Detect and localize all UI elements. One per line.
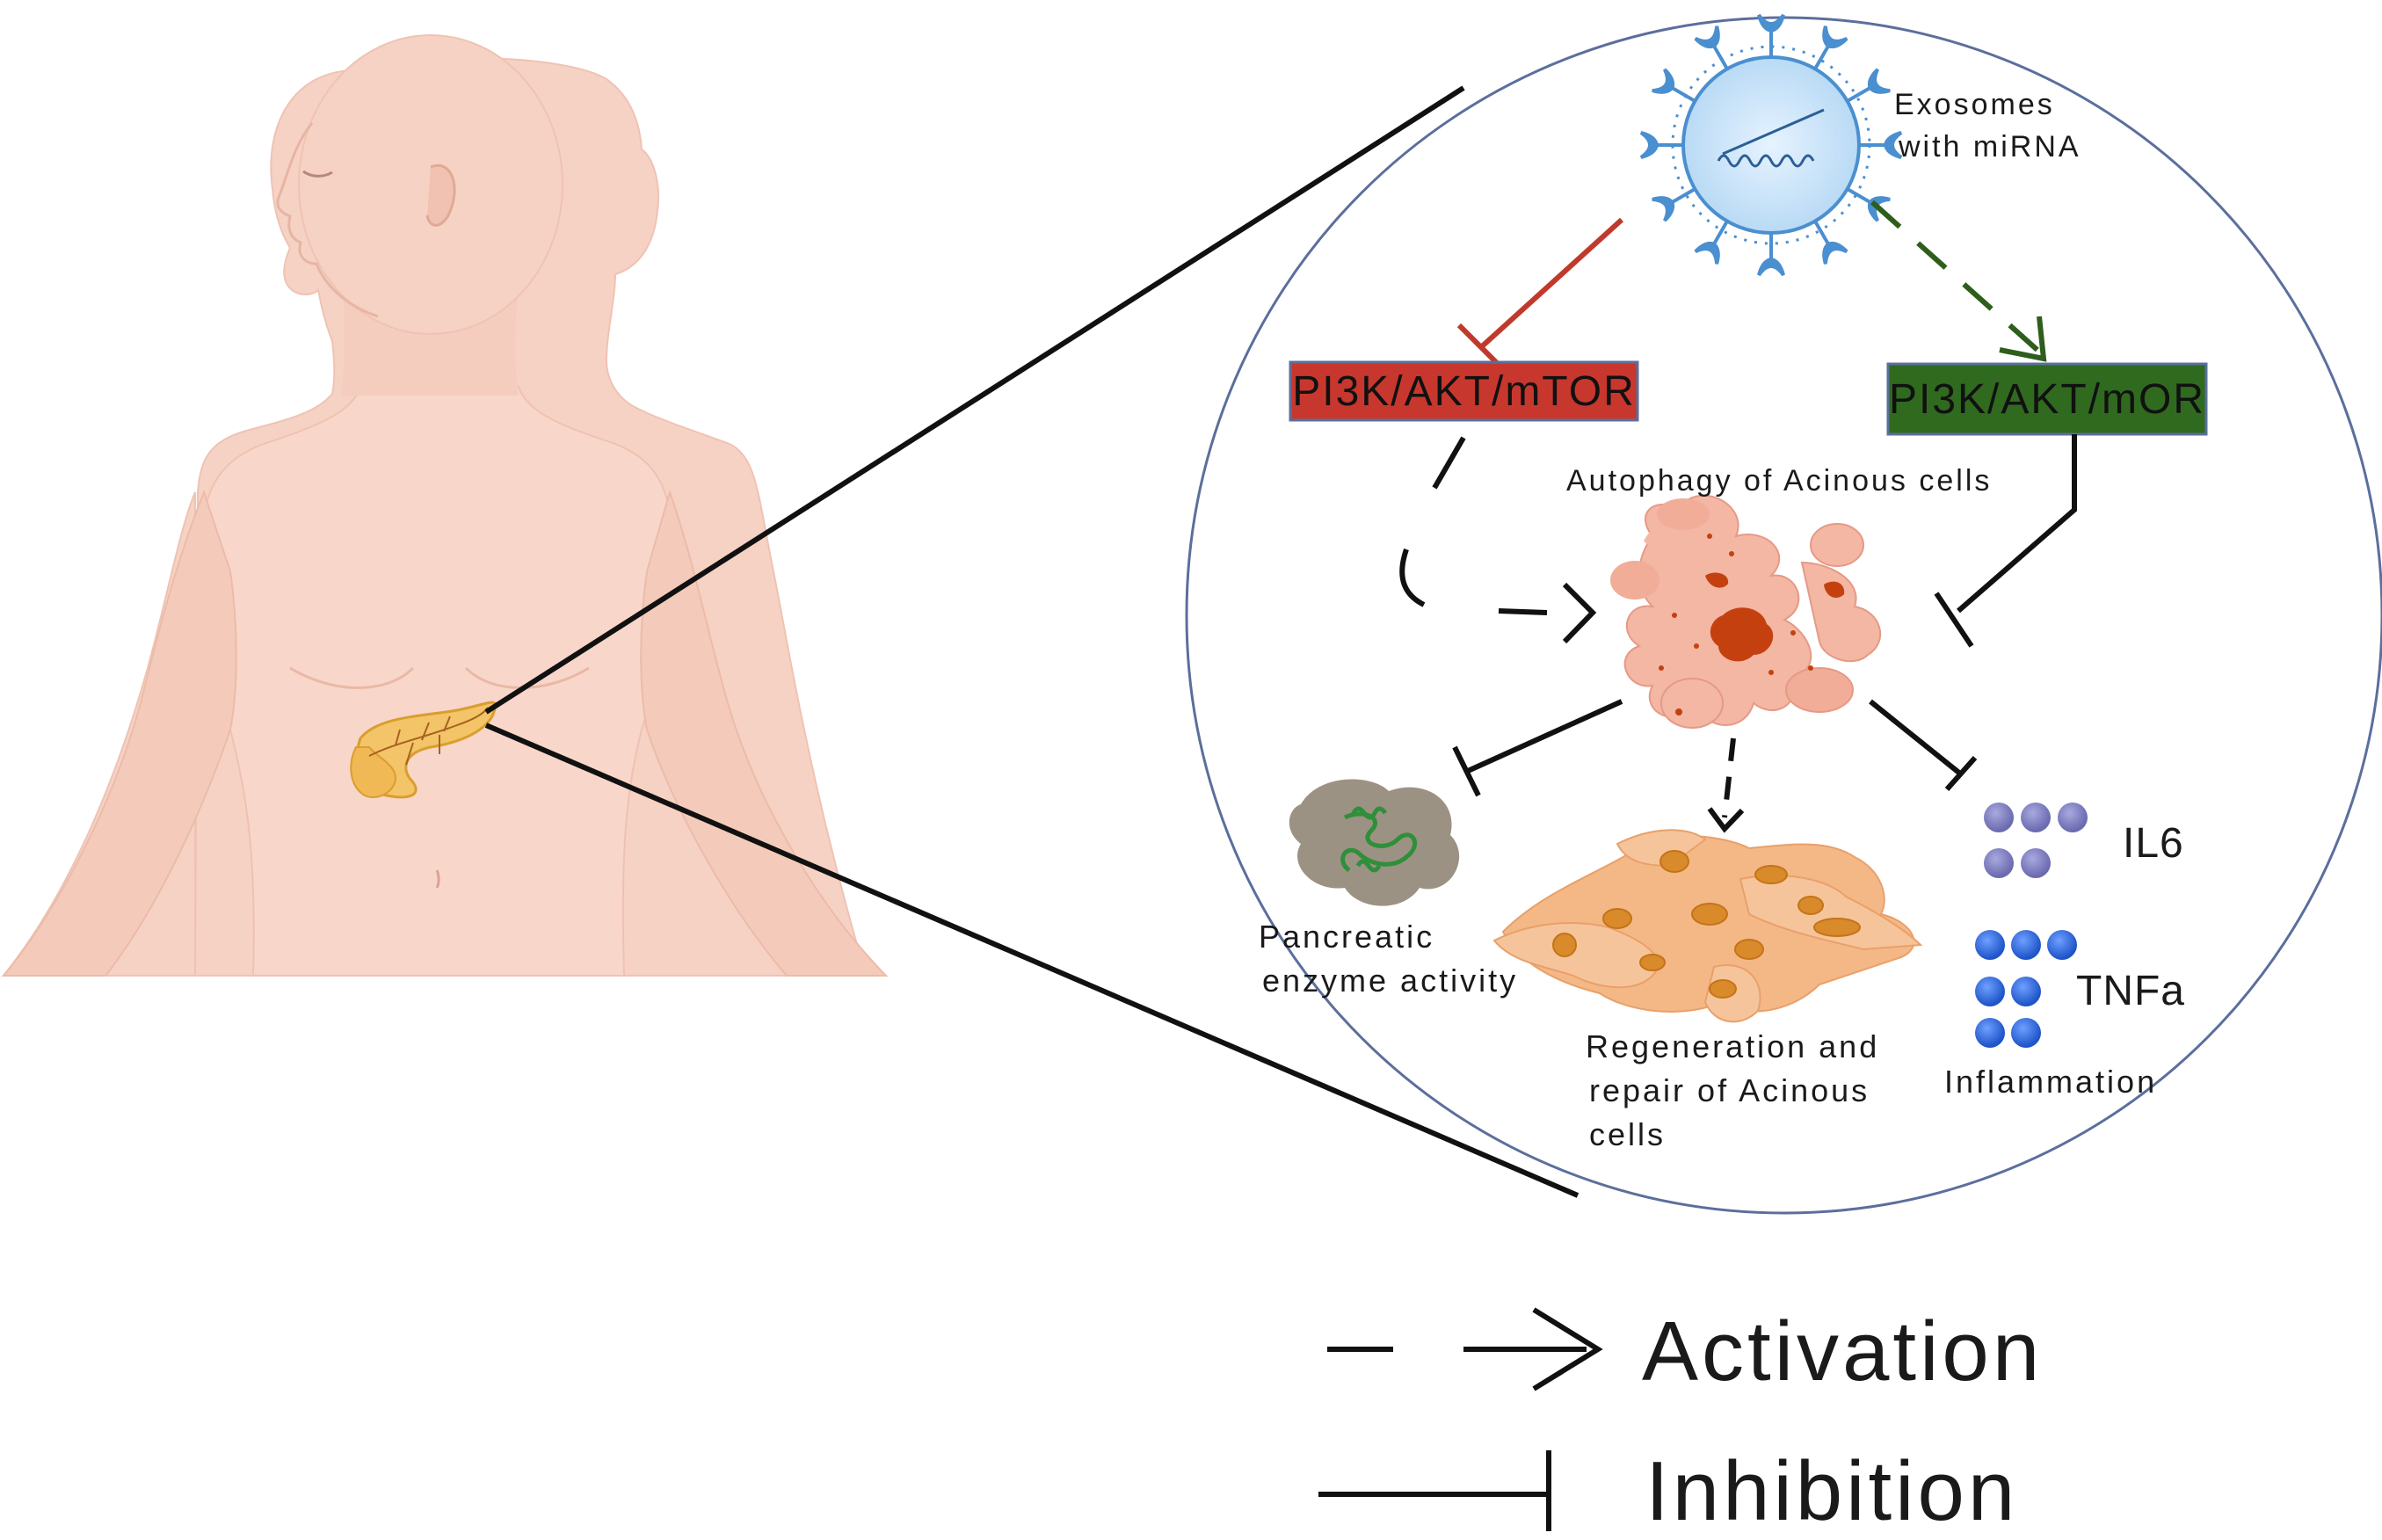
autophagy-label: Autophagy of Acinous cells (1566, 464, 1993, 498)
pathway-mor-label: PI3K/AKT/mOR (1888, 375, 2206, 423)
inhibit-arrow-mor-to-autophagy (1934, 434, 2077, 648)
mirna-strand (1717, 108, 1825, 168)
inhibit-arrow-autophagy-to-enzyme (1452, 699, 1623, 797)
activate-arrow-exosome-to-mor (1870, 200, 2047, 362)
pathway-mtor-label: PI3K/AKT/mTOR (1292, 367, 1636, 415)
enzyme-label-line2: enzyme activity (1262, 962, 1519, 999)
zoom-line-top (484, 85, 1465, 715)
tnfa-cytokine-dots (1975, 930, 2077, 1048)
left-arm (1, 490, 237, 977)
regeneration-label-line1: Regeneration and (1586, 1028, 1880, 1064)
acinous-cell-cluster (1610, 494, 1882, 729)
regeneration-label-line2: repair of Acinous (1589, 1072, 1870, 1108)
pancreas-illustration (350, 701, 497, 799)
regenerating-cells-icon (1492, 829, 1923, 1023)
activate-arrow-mtor-to-autophagy (1399, 436, 1597, 644)
regeneration-label-line3: cells (1589, 1116, 1667, 1152)
ear (425, 163, 456, 227)
enzyme-protein-icon (1289, 779, 1460, 906)
closed-eye (302, 170, 333, 178)
exosome-label-line1: Exosomes (1894, 88, 2055, 121)
legend-activation-symbol (1327, 1307, 1603, 1391)
inhibit-arrow-autophagy-to-inflammation (1869, 699, 1978, 791)
legend-inhibition-symbol (1318, 1450, 1551, 1531)
zoom-line-bottom (484, 723, 1580, 1198)
enzyme-label-line1: Pancreatic (1259, 919, 1435, 955)
legend-activation-label: Activation (1642, 1304, 2044, 1398)
right-arm (640, 489, 889, 977)
mor-box (1886, 362, 2208, 436)
activate-arrow-autophagy-to-regeneration (1707, 737, 1745, 833)
il6-cytokine-dots (1984, 803, 2088, 878)
pancreatic-ducts (368, 707, 489, 766)
human-body-illustration (1, 34, 889, 977)
exosome-label-line2: with miRNA (1899, 130, 2081, 163)
inflammation-label: Inflammation (1944, 1064, 2158, 1100)
legend-inhibition-label: Inhibition (1645, 1444, 2019, 1538)
face-profile (276, 122, 379, 318)
mtor-box (1289, 360, 1639, 422)
navel (435, 869, 440, 889)
il6-label: IL6 (2123, 820, 2184, 867)
pancreas-head (350, 746, 397, 798)
tnfa-label: TNFa (2076, 968, 2185, 1014)
